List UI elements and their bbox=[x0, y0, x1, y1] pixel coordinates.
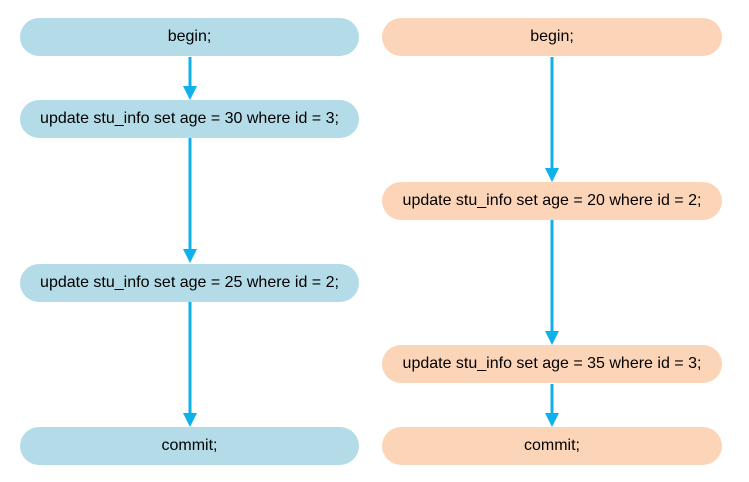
left-arrowhead-3 bbox=[183, 413, 197, 427]
right-arrowhead-2 bbox=[545, 331, 559, 345]
right-arrowhead-1 bbox=[545, 168, 559, 182]
left-arrowhead-2 bbox=[183, 249, 197, 263]
right-update-age-35-node: update stu_info set age = 35 where id = … bbox=[382, 345, 722, 383]
left-update-age-25-node: update stu_info set age = 25 where id = … bbox=[20, 264, 359, 302]
left-update-age-30-node: update stu_info set age = 30 where id = … bbox=[20, 100, 359, 138]
left-commit-node: commit; bbox=[20, 427, 359, 465]
right-begin-node: begin; bbox=[382, 18, 722, 56]
right-commit-node: commit; bbox=[382, 427, 722, 465]
right-update-age-20-node: update stu_info set age = 20 where id = … bbox=[382, 182, 722, 220]
left-arrowhead-1 bbox=[183, 86, 197, 100]
right-arrowhead-3 bbox=[545, 413, 559, 427]
left-begin-node: begin; bbox=[20, 18, 359, 56]
